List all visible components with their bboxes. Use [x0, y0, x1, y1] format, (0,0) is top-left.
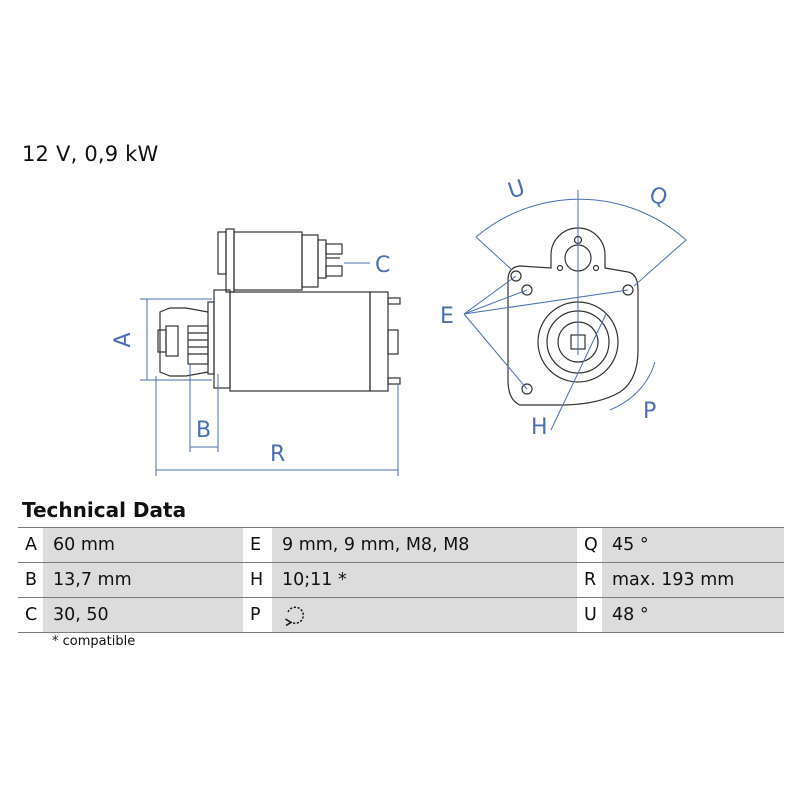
label-Q: Q — [646, 182, 670, 211]
spec-key: P — [243, 597, 272, 633]
spec-value-rotation — [272, 597, 577, 633]
spec-key: R — [577, 562, 602, 598]
label-C: C — [375, 253, 390, 278]
side-dimensions — [140, 262, 399, 476]
spec-key: A — [18, 527, 43, 563]
spec-value: 13,7 mm — [43, 562, 243, 598]
table-row: C 30, 50 P U 48 ° — [18, 597, 784, 633]
label-P: P — [643, 399, 656, 424]
page-title: 12 V, 0,9 kW — [22, 142, 159, 166]
side-view — [157, 228, 401, 392]
spec-key: U — [577, 597, 602, 633]
spec-key: B — [18, 562, 43, 598]
label-R: R — [270, 442, 285, 467]
footnote: * compatible — [52, 634, 136, 649]
label-H: H — [531, 415, 548, 440]
rotation-icon — [282, 605, 306, 627]
spec-value: 45 ° — [602, 527, 784, 563]
spec-key: E — [243, 527, 272, 563]
technical-data-table: A 60 mm E 9 mm, 9 mm, M8, M8 Q 45 ° B 13… — [18, 527, 784, 633]
label-A: A — [111, 332, 136, 347]
spec-value: 30, 50 — [43, 597, 243, 633]
label-E: E — [440, 304, 454, 329]
spec-key: Q — [577, 527, 602, 563]
spec-value: 48 ° — [602, 597, 784, 633]
technical-data-heading: Technical Data — [22, 498, 187, 522]
label-B: B — [196, 418, 211, 443]
spec-key: C — [18, 597, 43, 633]
spec-value: max. 193 mm — [602, 562, 784, 598]
spec-value: 10;11 * — [272, 562, 577, 598]
spec-value: 9 mm, 9 mm, M8, M8 — [272, 527, 577, 563]
table-row: A 60 mm E 9 mm, 9 mm, M8, M8 Q 45 ° — [18, 527, 784, 563]
front-dimensions — [463, 190, 687, 431]
spec-key: H — [243, 562, 272, 598]
front-view — [507, 227, 639, 406]
table-row: B 13,7 mm H 10;11 * R max. 193 mm — [18, 562, 784, 598]
label-U: U — [505, 176, 528, 205]
starter-motor-drawing: A B R C U Q E H P — [111, 176, 687, 476]
spec-value: 60 mm — [43, 527, 243, 563]
